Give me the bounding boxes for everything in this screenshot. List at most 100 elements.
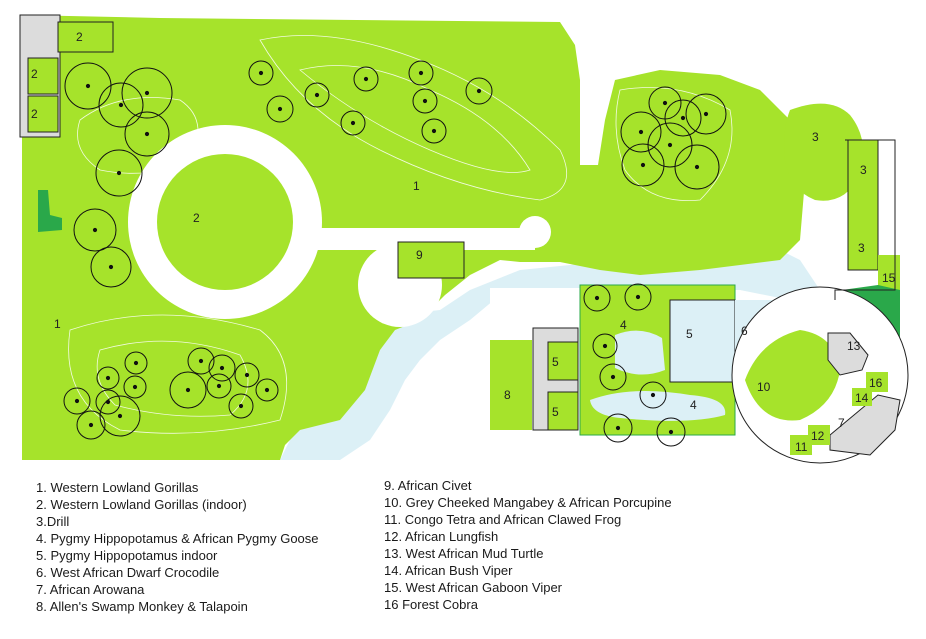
- tree-canopy: [95, 149, 143, 197]
- pool-4a: [615, 330, 665, 375]
- tree-canopy: [98, 82, 144, 128]
- tree-canopy: [206, 373, 232, 399]
- enclosure-14: [852, 388, 872, 406]
- tree-canopy: [620, 111, 662, 153]
- hippo-complex-path: [490, 288, 585, 328]
- tree-canopy: [353, 66, 379, 92]
- enclosure-13: [827, 332, 869, 376]
- tree-canopy: [621, 143, 665, 187]
- label-enclosure-8: 8: [504, 388, 511, 402]
- tree-canopy: [674, 144, 720, 190]
- enclosure-9: [397, 241, 465, 279]
- label-enclosure-1: 1: [413, 179, 420, 193]
- legend-item: 11. Congo Tetra and African Clawed Frog: [384, 512, 622, 527]
- tree-canopy: [96, 366, 120, 390]
- enclosure-16: [866, 372, 888, 392]
- tree-canopy: [304, 82, 330, 108]
- enclosure-10: [745, 330, 840, 421]
- label-enclosure-1: 1: [54, 317, 61, 331]
- label-enclosure-2: 2: [31, 67, 38, 81]
- legend-item: 5. Pygmy Hippopotamus indoor: [36, 548, 218, 563]
- tree-canopy: [234, 362, 260, 388]
- label-enclosure-9: 9: [416, 248, 423, 262]
- tree-canopy: [656, 417, 686, 447]
- tree-canopy: [685, 93, 727, 135]
- contour-lines: [68, 35, 733, 434]
- tree-canopy: [248, 60, 274, 86]
- legend-item: 14. African Bush Viper: [384, 563, 513, 578]
- tree-canopy: [73, 208, 117, 252]
- tree-canopy: [123, 375, 147, 399]
- building-2-top: [57, 21, 114, 53]
- legend-item: 3.Drill: [36, 514, 70, 529]
- label-enclosure-4: 4: [620, 318, 627, 332]
- label-enclosure-3: 3: [858, 241, 865, 255]
- label-enclosure-2: 2: [31, 107, 38, 121]
- legend-item: 12. African Lungfish: [384, 529, 499, 544]
- tree-canopy: [664, 99, 702, 137]
- building-outline: [834, 139, 896, 300]
- label-enclosure-5: 5: [686, 327, 693, 341]
- legend-item: 16 Forest Cobra: [384, 597, 478, 612]
- tree-canopy: [95, 389, 121, 415]
- tree-canopy: [124, 351, 148, 375]
- enclosure-11: [790, 435, 812, 455]
- enclosure-5-left-b: [547, 391, 579, 431]
- tree-canopy: [266, 95, 294, 123]
- tree-canopy: [228, 393, 254, 419]
- legend-item: 2. Western Lowland Gorillas (indoor): [36, 497, 247, 512]
- label-enclosure-3: 3: [860, 163, 867, 177]
- tree-canopy: [124, 111, 170, 157]
- label-enclosure-5: 5: [552, 405, 559, 419]
- trees: [63, 60, 727, 447]
- label-enclosure-15: 15: [882, 271, 896, 285]
- dark-green-patch: [38, 190, 62, 232]
- tree-canopy: [121, 67, 173, 119]
- legend-item: 4. Pygmy Hippopotamus & African Pygmy Go…: [36, 531, 319, 546]
- tree-canopy: [340, 110, 366, 136]
- tree-canopy: [63, 387, 91, 415]
- zoo-map: 1 1 2 2 2 2 3 3 3 4 4 5 5 5 6 7 8 9 10 1…: [19, 14, 909, 464]
- tree-canopy: [64, 62, 112, 110]
- label-enclosure-5: 5: [552, 355, 559, 369]
- legend-item: 8. Allen's Swamp Monkey & Talapoin: [36, 599, 248, 614]
- legend-left: 1. Western Lowland Gorillas 2. Western L…: [36, 479, 319, 615]
- legend-item: 6. West African Dwarf Crocodile: [36, 565, 220, 580]
- tree-canopy: [583, 284, 611, 312]
- legend-item: 7. African Arowana: [36, 582, 145, 597]
- label-enclosure-13: 13: [847, 339, 861, 353]
- label-enclosure-12: 12: [811, 429, 825, 443]
- tree-canopy: [169, 371, 207, 409]
- label-enclosure-7: 7: [838, 416, 845, 430]
- enclosure-12: [808, 425, 830, 445]
- tree-canopy: [603, 413, 633, 443]
- tree-canopy: [99, 395, 141, 437]
- legend-item: 13. West African Mud Turtle: [384, 546, 544, 561]
- water-area: [280, 240, 820, 460]
- tree-canopy: [639, 381, 667, 409]
- tree-canopy: [412, 88, 438, 114]
- label-enclosure-6: 6: [741, 324, 748, 338]
- pool-4b: [590, 391, 726, 421]
- building-2-left-b: [27, 95, 59, 133]
- label-enclosure-4: 4: [690, 398, 697, 412]
- label-enclosure-2: 2: [193, 211, 200, 225]
- enclosure-7: [829, 394, 901, 456]
- legend-right: 9. African Civet 10. Grey Cheeked Mangab…: [384, 477, 672, 613]
- tree-canopy: [187, 347, 215, 375]
- legend-item: 10. Grey Cheeked Mangabey & African Porc…: [384, 495, 672, 510]
- gorilla-indoor-circle: [157, 154, 293, 290]
- path-node: [519, 216, 551, 248]
- tree-canopy: [624, 283, 652, 311]
- enclosure-8: [490, 340, 532, 430]
- tree-canopy: [208, 354, 236, 382]
- main-path-horizontal: [310, 228, 535, 250]
- enclosure-3-strip: [847, 139, 879, 271]
- tree-canopy: [592, 333, 618, 359]
- tree-canopy: [255, 378, 279, 402]
- tree-canopy: [599, 363, 627, 391]
- label-enclosure-10: 10: [757, 380, 771, 394]
- legend-item: 9. African Civet: [384, 478, 472, 493]
- tree-canopy: [408, 60, 434, 86]
- legend-item: 1. Western Lowland Gorillas: [36, 480, 199, 495]
